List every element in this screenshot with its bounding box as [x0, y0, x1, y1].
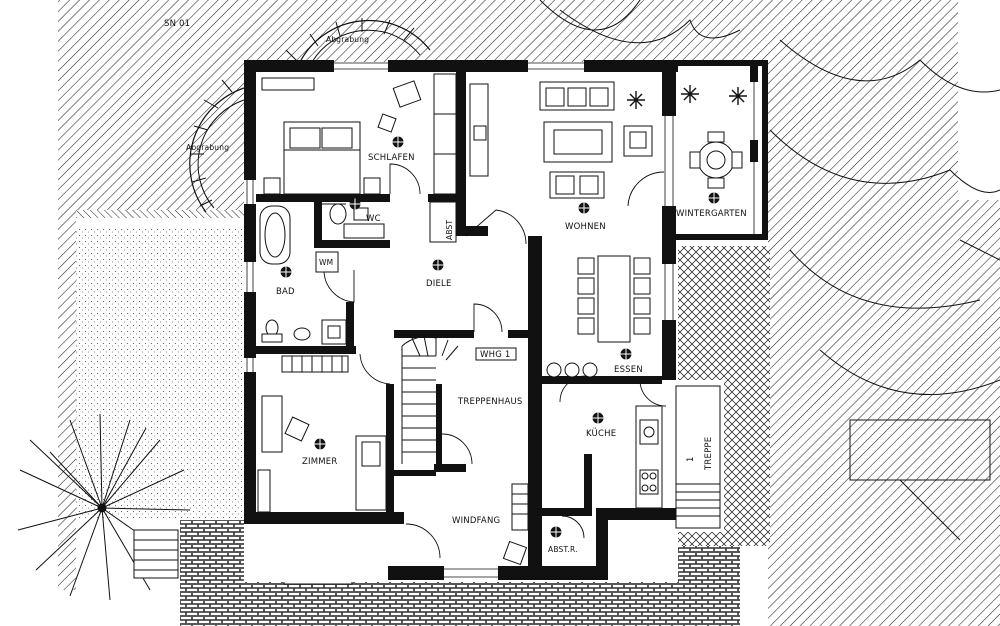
ramp-left-label: Abgrabung	[186, 143, 229, 152]
room-label-zimmer: ZIMMER	[302, 457, 337, 467]
room-label-abst: ABST	[445, 219, 454, 240]
room-marker-symbol	[708, 192, 720, 204]
room-label-treppenhaus: TREPPENHAUS	[457, 397, 522, 407]
gravel-area	[76, 228, 244, 518]
room-label-schlafen: SCHLAFEN	[368, 153, 415, 163]
ramp-top-label: Abgrabung	[326, 35, 369, 44]
room-marker-symbol	[280, 266, 292, 278]
room-label-windfang: WINDFANG	[452, 516, 500, 526]
room-marker-symbol	[592, 412, 604, 424]
outdoor-steps-left	[133, 529, 179, 579]
stair-label: TREPPE	[704, 437, 714, 471]
room-marker-symbol	[392, 136, 404, 148]
room-label-wm: WM	[319, 258, 333, 267]
stair-treppenhaus	[401, 335, 459, 464]
room-label-wintergarten: WINTERGARTEN	[676, 209, 747, 219]
stair-number: 1	[686, 456, 696, 462]
room-marker-symbol	[314, 438, 326, 450]
windows	[246, 62, 755, 578]
furniture	[257, 73, 743, 566]
room-label-wc: WC	[366, 214, 381, 224]
walls	[244, 60, 768, 580]
room-label-kueche: KÜCHE	[586, 428, 616, 439]
room-marker-symbol	[432, 259, 444, 271]
room-marker-symbol	[550, 526, 562, 538]
garden-strip-left	[58, 210, 76, 590]
room-label-bad: BAD	[276, 287, 295, 297]
room-label-essen: ESSEN	[614, 365, 643, 375]
plant-symbols	[627, 85, 747, 109]
doors	[322, 163, 667, 559]
room-marker-symbol	[349, 198, 361, 210]
room-marker-symbol	[620, 348, 632, 360]
whg-tag	[475, 347, 517, 361]
hedge-line	[76, 210, 244, 218]
room-label-wohnen: WOHNEN	[565, 222, 606, 232]
stair-outdoor	[675, 385, 721, 529]
whg-label: WHG 1	[480, 350, 511, 360]
room-label-abstr: ABST.R.	[548, 545, 578, 554]
planting-shapes	[539, 0, 1000, 541]
ramp-left	[189, 79, 245, 213]
sheet-id: SN 01	[164, 19, 190, 29]
garden-hatch-right	[768, 200, 1000, 626]
ramp-top	[285, 18, 431, 63]
room-label-diele: DIELE	[426, 279, 452, 289]
room-marker-symbol	[578, 202, 590, 214]
room-markers	[280, 136, 720, 538]
